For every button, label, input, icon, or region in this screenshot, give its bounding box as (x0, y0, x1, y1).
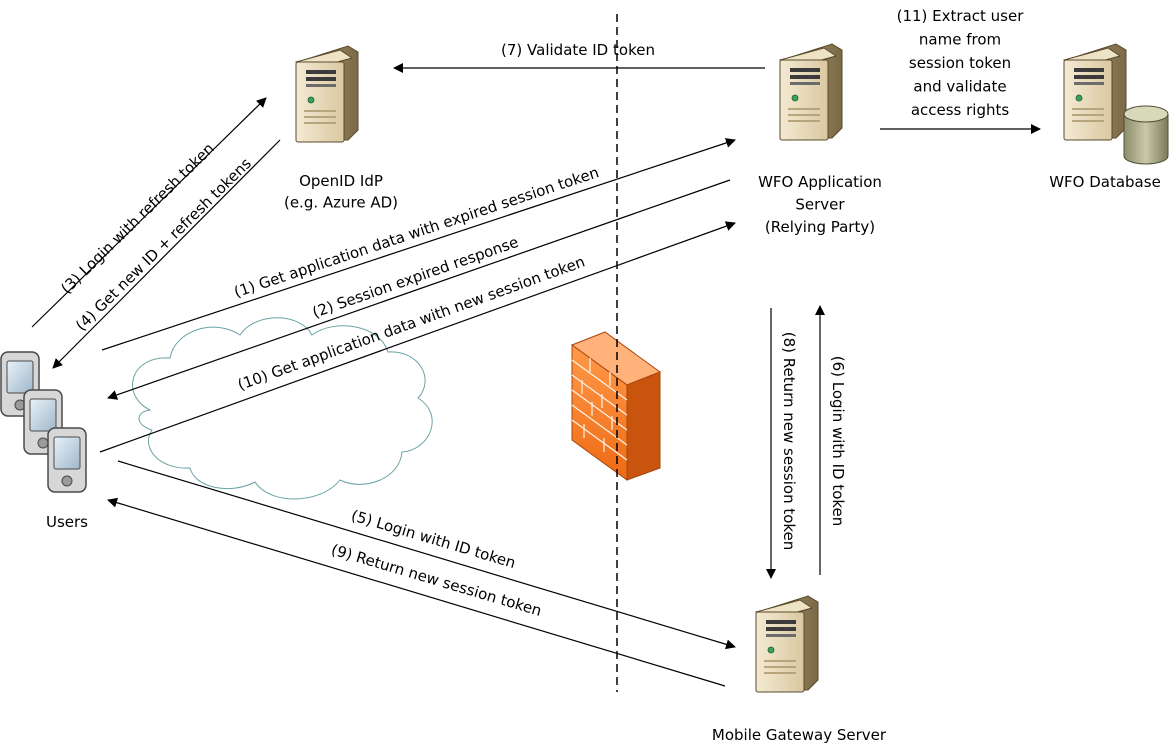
label-line: Server (795, 196, 845, 214)
label-line: name from (919, 31, 1001, 49)
gateway-server-icon (755, 595, 819, 693)
edge-6-label: (6) Login with ID token (829, 356, 847, 527)
label-line: session token (909, 54, 1011, 72)
edge-11-label: (11) Extract user name from session token a… (897, 7, 1025, 119)
edge-3-arrow (31, 97, 267, 328)
label-line: WFO Database (1049, 173, 1161, 191)
database-label: WFO Database (1049, 173, 1161, 191)
label-line: access rights (911, 101, 1010, 119)
label-line: (Relying Party) (765, 218, 875, 236)
edge-8-label: (8) Return new session token (780, 332, 798, 551)
database-cylinder-icon (1123, 105, 1169, 165)
gateway-label: Mobile Gateway Server (712, 726, 887, 744)
internet-cloud (132, 317, 433, 500)
label-line: and validate (913, 78, 1006, 96)
label-line: (11) Extract user (897, 7, 1025, 25)
app-server-icon (779, 43, 843, 141)
label-line: Mobile Gateway Server (712, 726, 887, 744)
label-line: WFO Application (758, 173, 882, 191)
firewall-icon (570, 331, 662, 481)
edge-4-arrow (52, 139, 281, 369)
label-line: OpenID IdP (299, 172, 383, 190)
mobile-devices-icon (0, 351, 87, 493)
openid-idp-server-icon (295, 45, 359, 143)
label-line: (e.g. Azure AD) (284, 194, 398, 212)
edge-7-label: (7) Validate ID token (501, 41, 655, 59)
edge-10-arrow (99, 221, 736, 453)
database-server-icon (1063, 43, 1127, 141)
edge-2-arrow (107, 179, 731, 400)
idp-label: OpenID IdP (e.g. Azure AD) (284, 172, 398, 212)
edge-5-arrow (117, 460, 736, 650)
edge-1-arrow (101, 138, 736, 351)
edge-9-arrow (107, 497, 726, 687)
label-line: Users (46, 513, 88, 531)
users-label: Users (46, 513, 88, 531)
